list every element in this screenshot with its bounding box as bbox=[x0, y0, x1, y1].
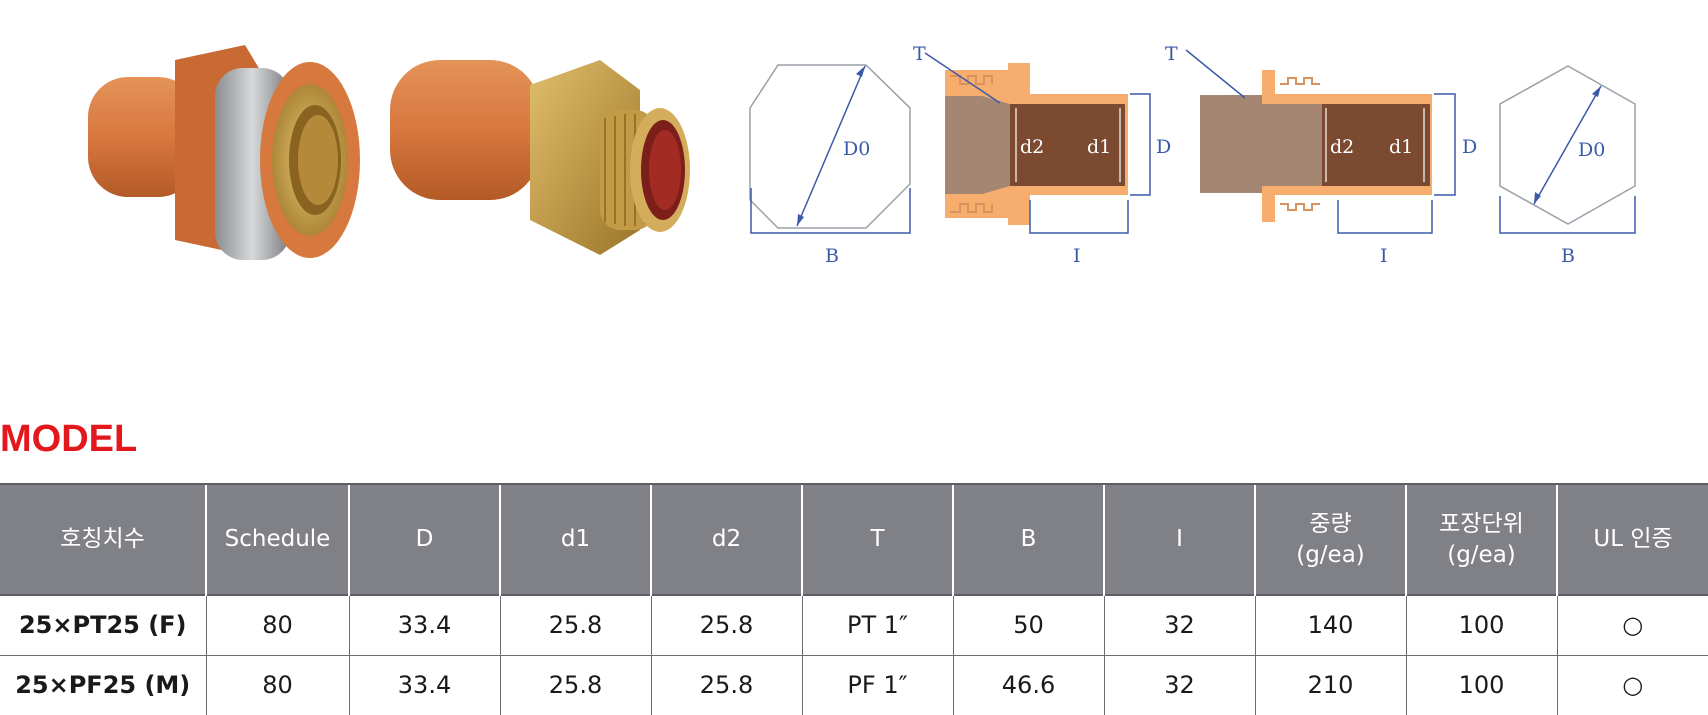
cell-i: 32 bbox=[1103, 655, 1255, 715]
label-d1-section1: d1 bbox=[1087, 136, 1111, 158]
header-d1: d1 bbox=[560, 526, 591, 552]
header-cell: 중량 (g/ea) bbox=[1254, 483, 1406, 595]
cell-weight: 140 bbox=[1254, 594, 1406, 656]
header-cell: B bbox=[952, 483, 1104, 595]
header-cell: D bbox=[348, 483, 500, 595]
table-row: 25×PF25 (M) 80 33.4 25.8 25.8 PF 1″ 46.6… bbox=[0, 655, 1708, 715]
label-t-section2: T bbox=[1165, 43, 1178, 65]
header-cell: 호칭치수 bbox=[0, 483, 206, 595]
label-d-section1: D bbox=[1156, 136, 1171, 158]
header-cell: I bbox=[1103, 483, 1255, 595]
header-cell: d1 bbox=[499, 483, 651, 595]
label-d-section2: D bbox=[1462, 136, 1477, 158]
cell-d: 33.4 bbox=[348, 655, 500, 715]
product-figures-svg: D0 B T d2 d1 D I bbox=[88, 43, 1636, 267]
label-d2-section2: d2 bbox=[1330, 136, 1354, 158]
cell-d: 33.4 bbox=[348, 594, 500, 656]
cell-d2: 25.8 bbox=[650, 594, 802, 656]
table-row: 25×PT25 (F) 80 33.4 25.8 25.8 PT 1″ 50 3… bbox=[0, 594, 1708, 656]
header-nominal-size: 호칭치수 bbox=[60, 526, 145, 552]
cell-packing-unit: 100 bbox=[1405, 655, 1557, 715]
label-b-hexagon: B bbox=[1561, 245, 1575, 267]
cell-t: PF 1″ bbox=[801, 655, 953, 715]
cell-nominal-size: 25×PF25 (M) bbox=[0, 655, 206, 715]
label-i-section1: I bbox=[1073, 245, 1081, 267]
label-d1-section2: d1 bbox=[1389, 136, 1413, 158]
header-schedule: Schedule bbox=[224, 526, 331, 552]
label-d0-hexagon: D0 bbox=[1578, 139, 1605, 161]
table-header-row: 호칭치수 Schedule D d1 d2 T B I 중량 (g/ea) 포장… bbox=[0, 483, 1708, 595]
cell-b: 50 bbox=[952, 594, 1104, 656]
cell-t: PT 1″ bbox=[801, 594, 953, 656]
cell-ul-certified: ○ bbox=[1556, 594, 1708, 656]
cell-i: 32 bbox=[1103, 594, 1255, 656]
label-t-section1: T bbox=[913, 43, 926, 65]
cell-d1: 25.8 bbox=[499, 594, 651, 656]
cell-d2: 25.8 bbox=[650, 655, 802, 715]
header-b: B bbox=[1020, 526, 1037, 552]
label-d2-section1: d2 bbox=[1020, 136, 1044, 158]
header-t: T bbox=[870, 526, 885, 552]
female-fitting-photo bbox=[88, 45, 360, 260]
cell-schedule: 80 bbox=[205, 655, 349, 715]
octagon-diagram: D0 B bbox=[749, 64, 911, 267]
female-cross-section: T d2 d1 D I bbox=[913, 43, 1171, 267]
male-cross-section: T d2 d1 D I bbox=[1165, 43, 1477, 267]
header-d: D bbox=[415, 526, 434, 552]
header-packing-unit: 포장단위 (g/ea) bbox=[1439, 510, 1524, 568]
product-figure-area: D0 B T d2 d1 D I bbox=[0, 0, 1708, 300]
label-b-octagon: B bbox=[825, 245, 839, 267]
header-weight: 중량 (g/ea) bbox=[1296, 510, 1365, 568]
cell-packing-unit: 100 bbox=[1405, 594, 1557, 656]
hexagon-diagram: D0 B bbox=[1499, 65, 1636, 267]
cell-ul-certified: ○ bbox=[1556, 655, 1708, 715]
model-spec-table: 호칭치수 Schedule D d1 d2 T B I 중량 (g/ea) 포장… bbox=[0, 483, 1708, 715]
header-i: I bbox=[1176, 526, 1183, 552]
cell-weight: 210 bbox=[1254, 655, 1406, 715]
header-cell: T bbox=[801, 483, 953, 595]
cell-b: 46.6 bbox=[952, 655, 1104, 715]
label-i-section2: I bbox=[1380, 245, 1388, 267]
header-cell: 포장단위 (g/ea) bbox=[1405, 483, 1557, 595]
cell-d1: 25.8 bbox=[499, 655, 651, 715]
cell-schedule: 80 bbox=[205, 594, 349, 656]
header-cell: d2 bbox=[650, 483, 802, 595]
model-title: MODEL bbox=[0, 418, 138, 460]
cell-nominal-size: 25×PT25 (F) bbox=[0, 594, 206, 656]
label-d0-octagon: D0 bbox=[843, 138, 870, 160]
header-d2: d2 bbox=[711, 526, 742, 552]
header-ul-certification: UL 인증 bbox=[1593, 526, 1673, 552]
header-cell: UL 인증 bbox=[1556, 483, 1708, 595]
header-cell: Schedule bbox=[205, 483, 349, 595]
male-fitting-photo bbox=[390, 60, 690, 255]
